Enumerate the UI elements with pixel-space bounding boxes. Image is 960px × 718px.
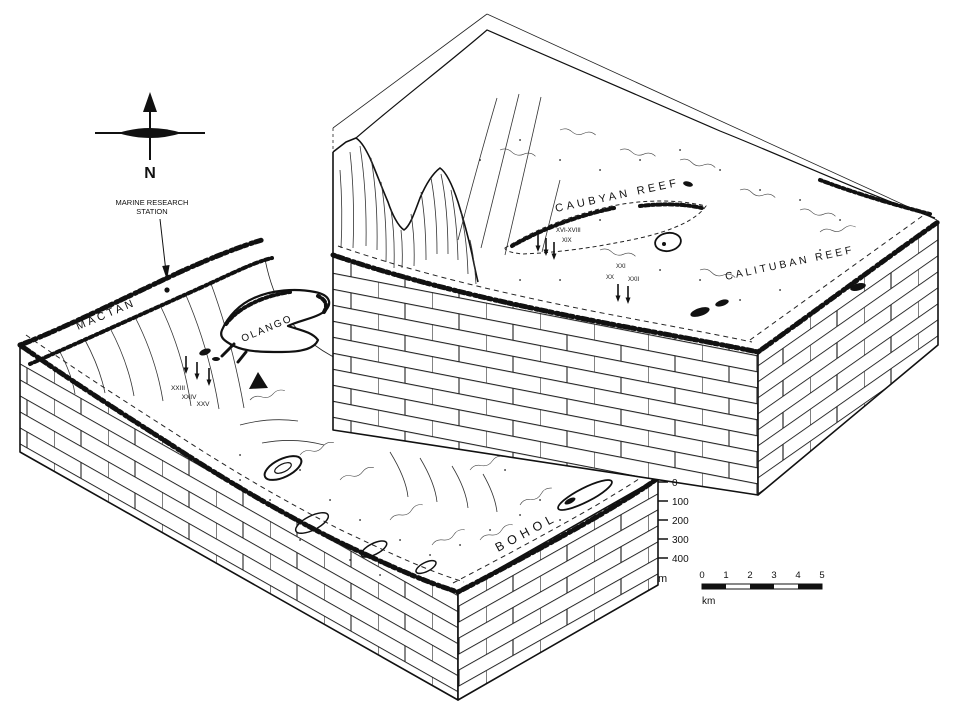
station-label: XXI (616, 264, 626, 270)
depth-unit: m (658, 573, 667, 585)
construction-frame (332, 13, 938, 221)
station-label: XXIII (171, 385, 185, 392)
right-transect-stations-upper: XVI-XVIII XIX (534, 228, 581, 261)
north-compass: N (95, 92, 205, 182)
platform-texture (239, 388, 561, 576)
right-reef-margins (330, 219, 941, 355)
depth-scale: 0 100 200 300 400 m (658, 478, 689, 585)
left-block-right-face (457, 477, 659, 701)
callout-line2: STATION (136, 207, 167, 216)
km-tick: 3 (771, 570, 776, 581)
north-label: N (144, 165, 156, 182)
olango-island (220, 288, 331, 364)
ring-reef (654, 231, 682, 253)
depth-tick: 0 (672, 478, 678, 489)
left-transect-stations: XXIII XXIV XXV (171, 355, 213, 408)
station-label: XXIV (182, 394, 197, 401)
depth-tick: 400 (672, 554, 689, 565)
compass-lens-icon (118, 128, 182, 138)
station-callout: MARINE RESEARCH STATION (116, 198, 189, 280)
coastal-islet (557, 479, 613, 511)
callout-arrowhead (162, 265, 170, 280)
station-label: XIX (562, 238, 572, 244)
km-scale-bar: 0 1 2 3 4 5 km (699, 570, 824, 607)
right-block-top-surface (333, 30, 935, 352)
left-reef-margins (17, 334, 661, 595)
km-tick: 4 (795, 570, 800, 581)
right-transect-stations-lower: XXI XX XXII (606, 264, 640, 305)
km-tick: 0 (699, 570, 704, 581)
right-block-back-rim (355, 29, 936, 219)
north-arrow-icon (143, 92, 157, 112)
right-block: XVI-XVIII XIX XXI XX XXII CAUBYAN REEF C… (330, 13, 941, 496)
marine-station-marker (164, 287, 170, 293)
km-tick: 1 (723, 570, 728, 581)
depth-tick: 200 (672, 516, 689, 527)
km-tick: 2 (747, 570, 752, 581)
calituban-reef (683, 178, 932, 341)
caubyan-reef (504, 200, 707, 255)
km-tick: 5 (819, 570, 824, 581)
callout-line1: MARINE RESEARCH (116, 198, 189, 207)
islet-marker (249, 372, 268, 389)
station-label: XXII (628, 277, 640, 283)
depth-tick: 100 (672, 497, 689, 508)
canyon-hatching (457, 93, 561, 256)
cut-face (332, 137, 479, 285)
station-label: XVI-XVIII (556, 228, 581, 234)
km-unit: km (702, 596, 715, 607)
station-label: XX (606, 275, 614, 281)
station-label: XXV (196, 401, 210, 408)
right-surface-texture (479, 127, 857, 301)
depth-tick: 300 (672, 535, 689, 546)
